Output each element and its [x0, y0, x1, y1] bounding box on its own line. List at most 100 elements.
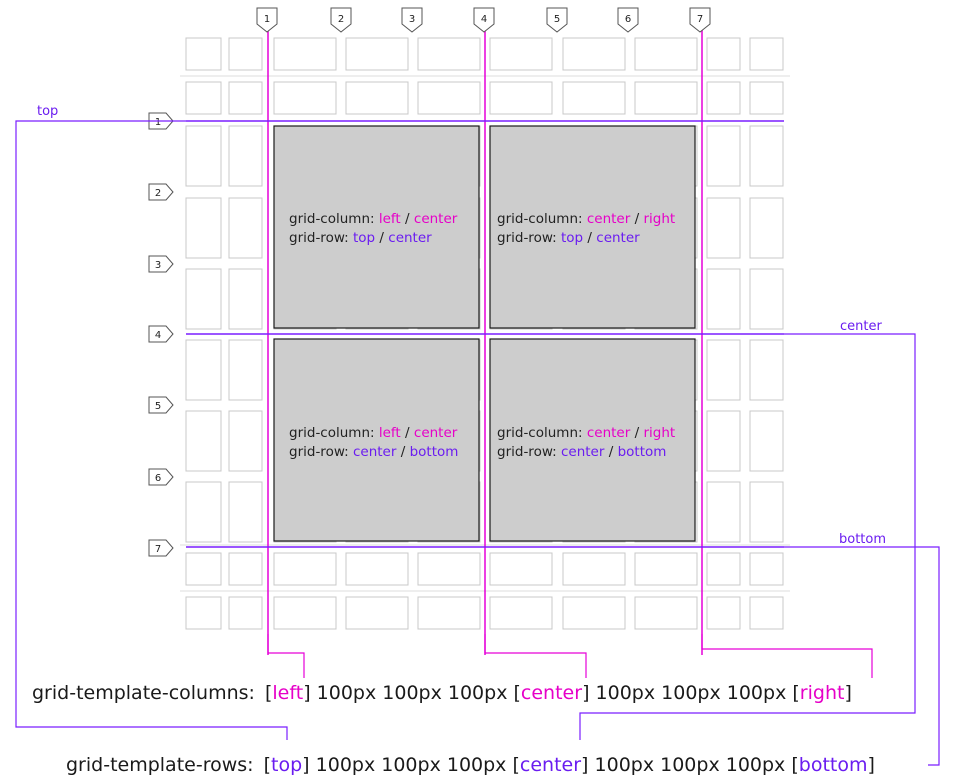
- background-cell: [185, 37, 222, 71]
- area-row-rule: grid-row: top / center: [497, 230, 640, 246]
- background-cell: [185, 268, 222, 330]
- column-marker: 2: [330, 7, 352, 33]
- background-cell: [185, 125, 222, 187]
- background-cell: [749, 481, 784, 543]
- background-cell: [273, 37, 337, 71]
- background-cell: [749, 552, 784, 586]
- svg-text:2: 2: [338, 14, 344, 25]
- background-cell: [228, 339, 263, 401]
- background-cell: [185, 552, 222, 586]
- background-cell: [185, 81, 222, 115]
- column-number-markers: 1 2 3 4 5 6 7: [256, 7, 711, 33]
- background-cell: [489, 596, 553, 630]
- background-cell: [562, 81, 626, 115]
- template-rows-declaration: grid-template-rows: [top] 100px 100px 10…: [66, 754, 875, 776]
- background-cell: [562, 552, 626, 586]
- background-cell: [228, 268, 263, 330]
- grid-area-box: [273, 338, 480, 542]
- svg-text:3: 3: [409, 14, 415, 25]
- background-cell: [417, 552, 481, 586]
- connector-center: [484, 634, 587, 678]
- background-cell: [185, 197, 222, 259]
- background-cell: [185, 410, 222, 472]
- background-cell: [228, 197, 263, 259]
- background-cell: [706, 552, 741, 586]
- column-marker: 1: [256, 7, 278, 33]
- connector-bottom: [784, 546, 940, 766]
- background-cell: [706, 481, 741, 543]
- connector-left: [267, 634, 305, 678]
- row-name-top-label: top: [37, 104, 58, 119]
- area-row-rule: grid-row: center / bottom: [289, 444, 458, 460]
- background-cell: [749, 37, 784, 71]
- background-cell: [706, 410, 741, 472]
- background-cell: [228, 481, 263, 543]
- background-cell: [228, 37, 263, 71]
- background-cell: [345, 596, 409, 630]
- background-cell: [345, 81, 409, 115]
- background-cell: [706, 81, 741, 115]
- svg-text:5: 5: [554, 14, 560, 25]
- column-lines: [267, 28, 703, 655]
- row-marker: 6: [148, 468, 174, 486]
- background-cell: [417, 81, 481, 115]
- background-cell: [749, 81, 784, 115]
- background-cell: [749, 125, 784, 187]
- svg-text:7: 7: [155, 544, 161, 555]
- row-number-markers: 1 2 3 4 5 6 7: [148, 112, 174, 557]
- svg-text:7: 7: [697, 14, 703, 25]
- grid-area-1: grid-column: left / center grid-row: top…: [273, 125, 480, 329]
- background-cell: [749, 410, 784, 472]
- background-cell: [749, 268, 784, 330]
- background-cell: [634, 596, 698, 630]
- background-cell: [706, 339, 741, 401]
- background-cell: [749, 339, 784, 401]
- background-cell: [489, 552, 553, 586]
- background-cell: [228, 596, 263, 630]
- svg-text:1: 1: [264, 14, 270, 25]
- background-cell: [749, 197, 784, 259]
- svg-text:3: 3: [155, 260, 161, 271]
- background-cell: [489, 37, 553, 71]
- background-cell: [345, 37, 409, 71]
- row-marker: 2: [148, 183, 174, 201]
- grid-area-box: [489, 125, 696, 329]
- background-cell: [634, 37, 698, 71]
- svg-text:4: 4: [155, 330, 161, 341]
- area-column-rule: grid-column: center / right: [497, 211, 675, 227]
- svg-text:2: 2: [155, 188, 161, 199]
- row-name-center-label: center: [840, 319, 882, 334]
- connector-top: [15, 120, 288, 740]
- grid-area-box: [489, 338, 696, 542]
- column-connectors: [267, 634, 873, 678]
- background-cell: [562, 596, 626, 630]
- svg-text:6: 6: [155, 473, 161, 484]
- row-marker: 7: [148, 539, 174, 557]
- background-cell: [706, 37, 741, 71]
- background-cell: [634, 81, 698, 115]
- row-connectors: [15, 120, 940, 766]
- grid-area-2: grid-column: center / right grid-row: to…: [489, 125, 696, 329]
- background-cell: [273, 81, 337, 115]
- area-column-rule: grid-column: left / center: [289, 425, 458, 441]
- connector-center-row: [579, 333, 916, 740]
- row-marker: 3: [148, 255, 174, 273]
- background-cell: [273, 596, 337, 630]
- background-cell: [185, 596, 222, 630]
- connector-right: [701, 634, 873, 678]
- area-column-rule: grid-column: left / center: [289, 211, 458, 227]
- background-cell: [345, 552, 409, 586]
- background-cell: [706, 125, 741, 187]
- background-cell: [706, 268, 741, 330]
- svg-text:5: 5: [155, 401, 161, 412]
- column-marker: 3: [401, 7, 423, 33]
- row-marker: 5: [148, 396, 174, 414]
- area-row-rule: grid-row: top / center: [289, 230, 432, 246]
- svg-text:4: 4: [481, 14, 487, 25]
- area-row-rule: grid-row: center / bottom: [497, 444, 666, 460]
- background-cell: [706, 197, 741, 259]
- background-cell: [228, 410, 263, 472]
- background-cell: [417, 596, 481, 630]
- column-marker: 7: [689, 7, 711, 33]
